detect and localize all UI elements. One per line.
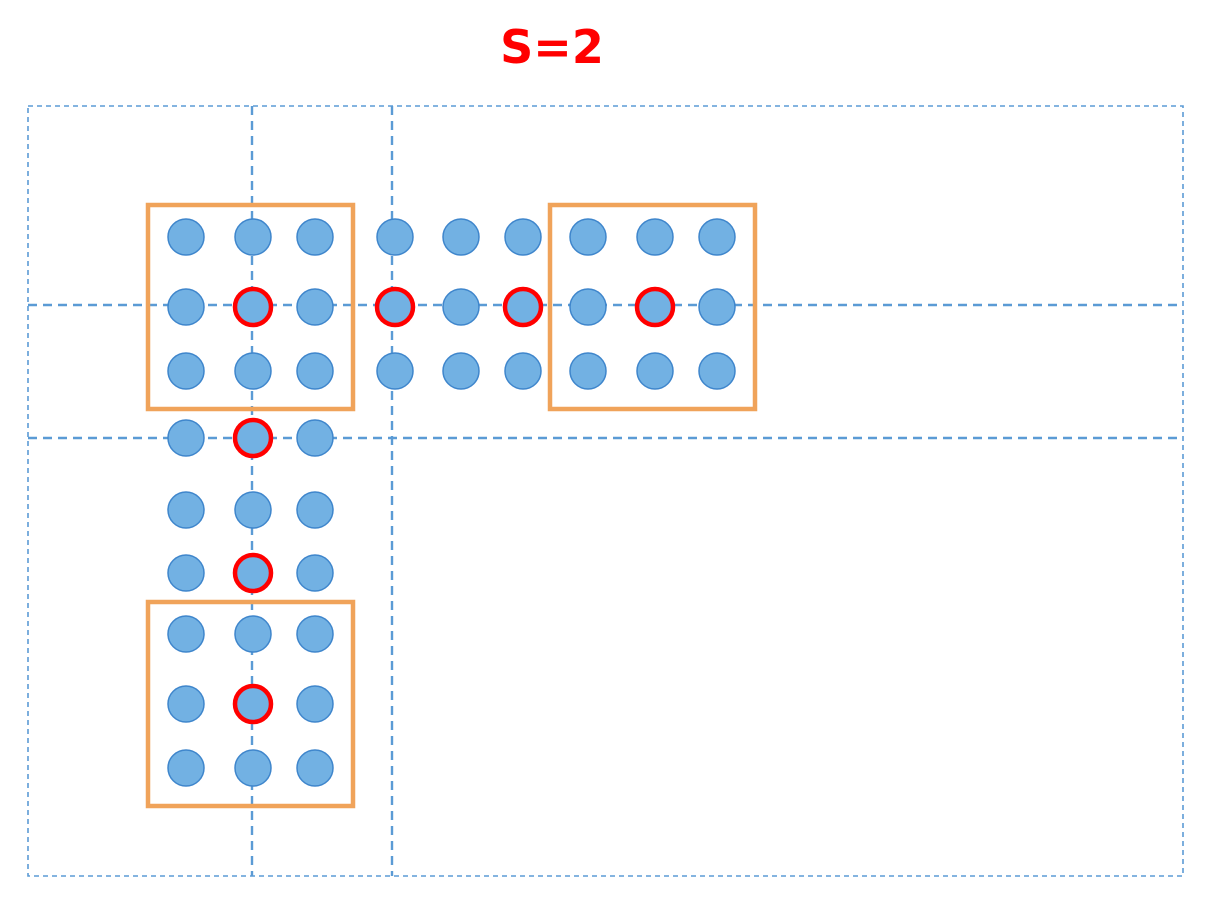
dot [296, 352, 334, 390]
dot [234, 218, 272, 256]
highlighted-dot [634, 286, 676, 328]
dot [636, 352, 674, 390]
highlighted-dot [374, 286, 416, 328]
kernel-window-top-left [145, 202, 356, 412]
dot [167, 419, 205, 457]
outer-frame [27, 105, 1184, 877]
dot [636, 218, 674, 256]
dot [234, 352, 272, 390]
dot [296, 554, 334, 592]
stride-title: S=2 [500, 20, 604, 74]
dot [504, 218, 542, 256]
dot [442, 288, 480, 326]
dot [569, 288, 607, 326]
dot [167, 685, 205, 723]
dot [698, 288, 736, 326]
dot [296, 218, 334, 256]
kernel-window-bottom-left [145, 599, 356, 809]
dot [376, 352, 414, 390]
dot [296, 419, 334, 457]
highlighted-dot [232, 552, 274, 594]
dot [167, 615, 205, 653]
dot [504, 352, 542, 390]
kernel-windows [145, 202, 758, 809]
dot [296, 685, 334, 723]
dot [167, 749, 205, 787]
dot [234, 749, 272, 787]
dot [442, 352, 480, 390]
dot [569, 352, 607, 390]
dot [296, 491, 334, 529]
dot [296, 288, 334, 326]
dot [569, 218, 607, 256]
dot [296, 615, 334, 653]
dot [167, 554, 205, 592]
highlighted-dot [232, 286, 274, 328]
dot [167, 288, 205, 326]
dot [234, 615, 272, 653]
dot [698, 218, 736, 256]
dot-matrix [167, 218, 736, 787]
dot [376, 218, 414, 256]
kernel-window-top-right [547, 202, 758, 412]
dot [167, 491, 205, 529]
dot [167, 218, 205, 256]
dot [296, 749, 334, 787]
dot [698, 352, 736, 390]
highlighted-dot [232, 417, 274, 459]
dot [234, 491, 272, 529]
highlighted-dot [232, 683, 274, 725]
dot [167, 352, 205, 390]
highlighted-dot [502, 286, 544, 328]
dot [442, 218, 480, 256]
